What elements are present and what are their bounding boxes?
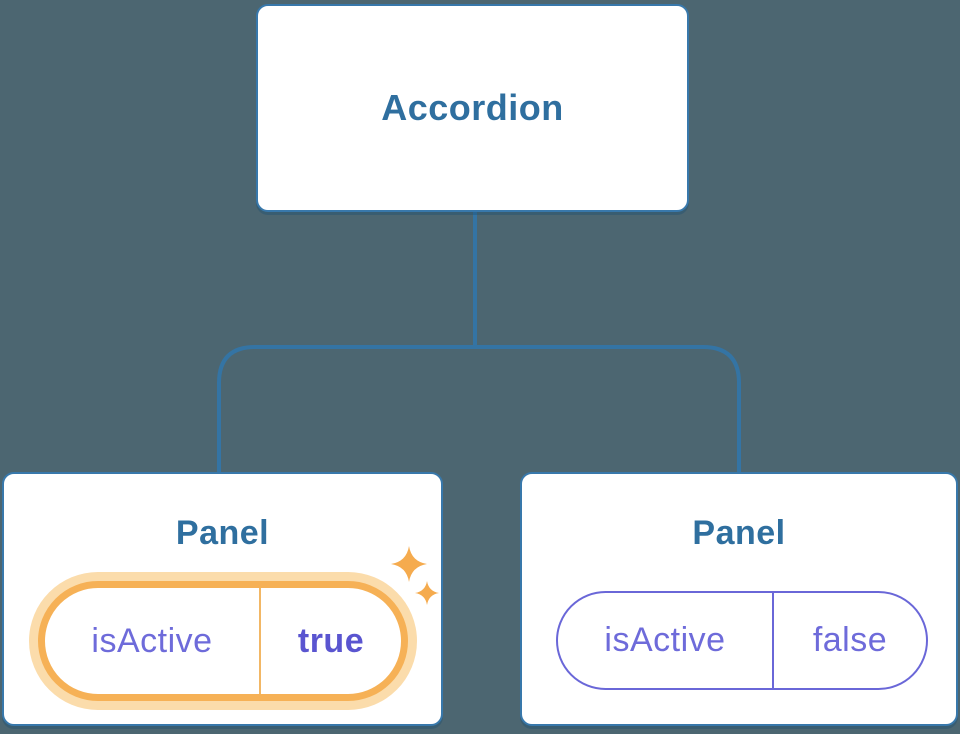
prop-value-label: true xyxy=(297,621,365,660)
prop-name-label: isActive xyxy=(604,621,726,659)
panel-node-active: Panel isActive true xyxy=(2,472,443,726)
panel-title: Panel xyxy=(692,514,786,552)
state-pill-inactive: isActive false xyxy=(556,591,928,690)
pill-divider xyxy=(259,588,261,694)
connector-branch xyxy=(217,345,741,473)
accordion-node-label: Accordion xyxy=(381,87,564,128)
prop-name-label: isActive xyxy=(91,621,213,660)
prop-value-label: false xyxy=(812,621,888,659)
pill-divider xyxy=(772,593,774,688)
accordion-node: Accordion xyxy=(256,4,689,212)
panel-node-inactive: Panel isActive false xyxy=(520,472,958,726)
state-pill-active: isActive true xyxy=(38,581,408,701)
panel-title: Panel xyxy=(175,514,270,552)
